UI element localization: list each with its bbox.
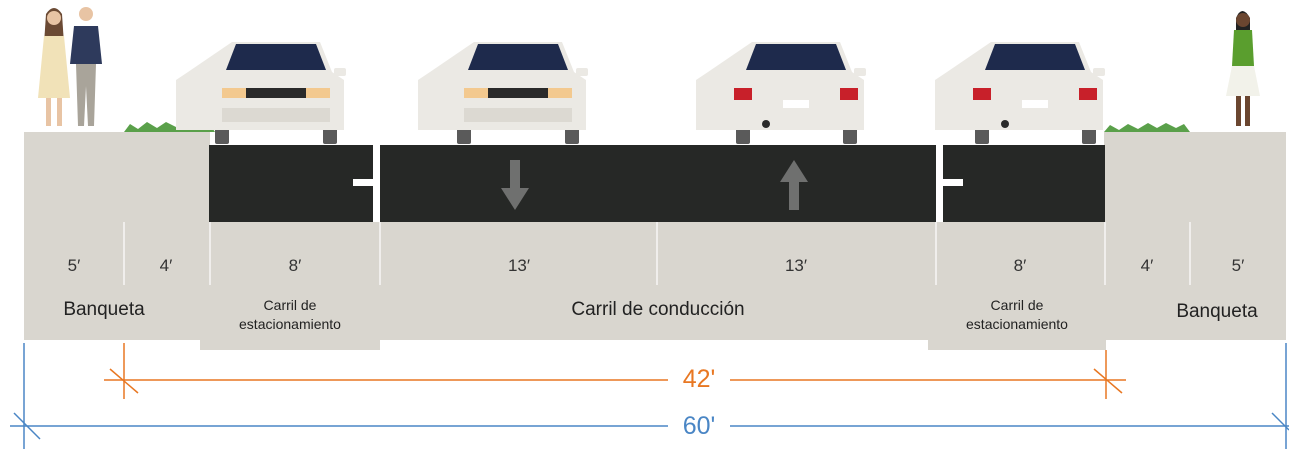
label-parking-left-line1: Carril de (263, 297, 317, 313)
label-driving-lane: Carril de conducción (571, 299, 745, 320)
label-sidewalk-left: Banqueta (63, 299, 145, 320)
right-of-way-total: 60' (668, 412, 730, 441)
curb-to-curb-total: 42' (668, 365, 730, 394)
driving-label-panel (380, 222, 936, 340)
pedestrian-woman-icon (1226, 11, 1260, 126)
sidewalk-left (24, 132, 210, 340)
parking-right-label-panel (928, 222, 1106, 350)
asphalt-parking-left (209, 145, 373, 222)
width-sidewalk-left-walk: 5′ (67, 256, 81, 275)
driving-car-southbound-icon (418, 42, 588, 144)
grass-right-icon (1104, 123, 1190, 132)
arrow-down-icon (501, 160, 529, 210)
lane-dividers (123, 222, 1191, 285)
width-parking-right: 8′ (1013, 256, 1027, 275)
width-sidewalk-right-buffer: 4′ (1140, 256, 1154, 275)
parking-marking-left (353, 179, 373, 186)
label-parking-right-line2: estacionamiento (966, 316, 1068, 332)
asphalt-driving (380, 145, 936, 222)
width-sidewalk-right-walk: 5′ (1231, 256, 1245, 275)
parked-car-left-icon (176, 42, 346, 144)
sidewalk-right (1104, 132, 1286, 340)
label-parking-right: Carril de estacionamiento (928, 296, 1106, 334)
parking-left-label-panel (200, 222, 380, 350)
width-drive-right: 13′ (784, 256, 808, 275)
pedestrian-couple-icon (38, 7, 102, 126)
width-sidewalk-left-buffer: 4′ (159, 256, 173, 275)
label-sidewalk-right: Banqueta (1176, 301, 1258, 322)
label-parking-left: Carril de estacionamiento (200, 296, 380, 334)
width-parking-left: 8′ (288, 256, 302, 275)
curb-to-curb-dimension (104, 343, 1126, 399)
label-parking-left-line2: estacionamiento (239, 316, 341, 332)
driving-car-northbound-icon (696, 42, 866, 144)
label-parking-right-line1: Carril de (990, 297, 1044, 313)
asphalt-parking-right (943, 145, 1105, 222)
parking-marking-right (943, 179, 963, 186)
arrow-up-icon (780, 160, 808, 210)
right-of-way-dimension (10, 343, 1289, 449)
width-drive-left: 13′ (507, 256, 531, 275)
parked-car-right-icon (935, 42, 1105, 144)
